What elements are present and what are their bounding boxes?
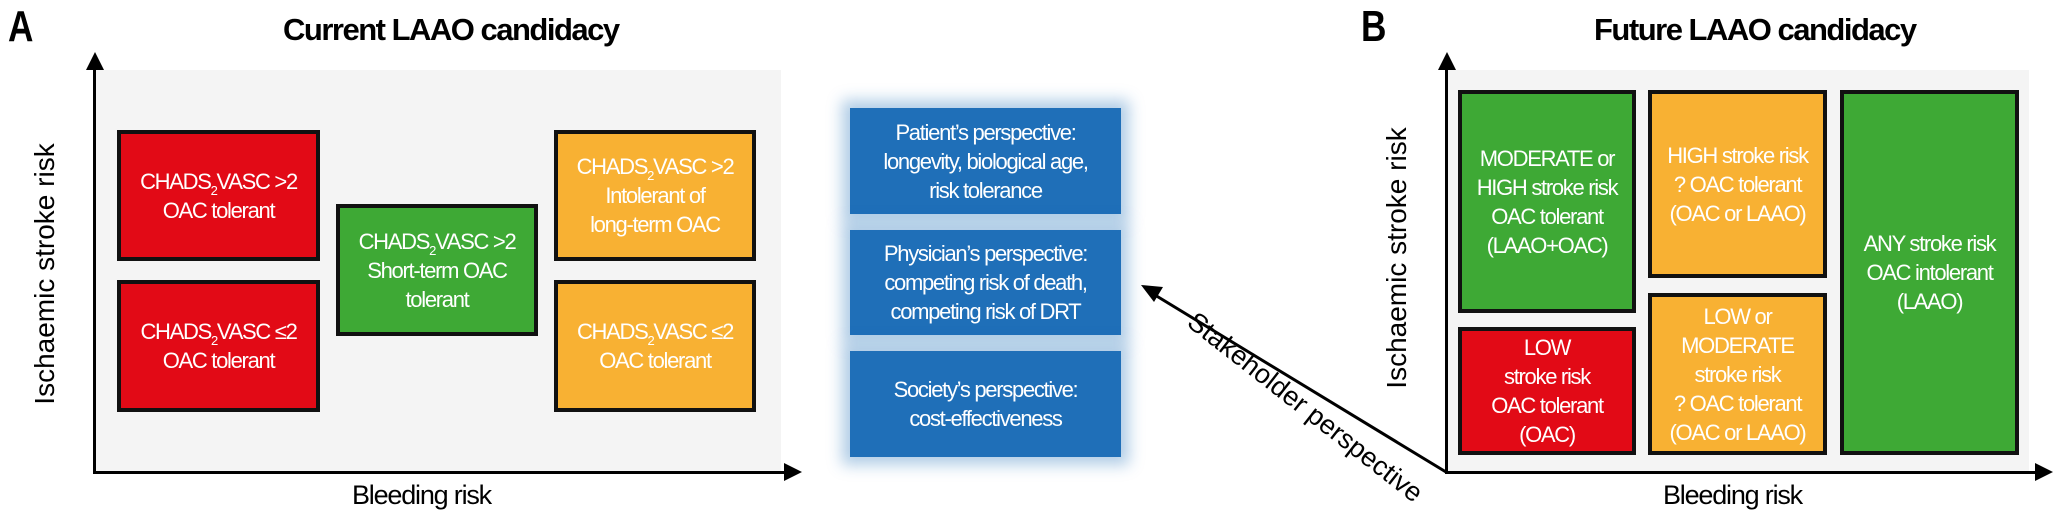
box-text: (OAC or LAAO) — [1669, 419, 1807, 445]
box-text: Intolerant of — [605, 183, 706, 208]
box-text: Physician’s perspective: — [883, 241, 1088, 266]
box-text: ANY stroke risk — [1863, 231, 1997, 256]
box-low-moderate-maybe-tolerant: LOW or MODERATE stroke risk ? OAC tolerant (… — [1648, 293, 1827, 455]
panel-b-letter: B — [1361, 2, 1387, 51]
box-text: risk tolerance — [929, 177, 1043, 203]
box-text: LOW or — [1703, 303, 1772, 329]
box-text: OAC tolerant — [1491, 203, 1604, 229]
panel-a-title: Current LAAO candidacy — [283, 12, 620, 47]
box-text: tolerant — [405, 286, 470, 312]
box-text: OAC tolerant — [162, 348, 276, 373]
box-text: (LAAO) — [1896, 289, 1964, 314]
panel-b-y-axis-arrow-icon — [1438, 52, 1456, 70]
box-text: VASC ≤2 — [653, 319, 734, 344]
box-text: long-term OAC — [590, 212, 721, 237]
box-text: HIGH stroke risk — [1476, 174, 1619, 200]
box-text: stroke risk — [1694, 361, 1782, 387]
panel-b-y-label: Ischaemic stroke risk — [1381, 127, 1412, 389]
box-text: (LAAO+OAC) — [1486, 232, 1609, 258]
subscript: 2 — [647, 333, 654, 348]
panel-b-x-label: Bleeding risk — [1663, 480, 1803, 510]
panel-a-y-axis-arrow-icon — [86, 52, 104, 70]
box-low-stroke-high-bleeding: CHADS2VASC ≤2 OAC tolerant — [554, 280, 756, 412]
panel-a-x-label: Bleeding risk — [352, 480, 492, 510]
box-text: longevity, biological age, — [883, 148, 1089, 174]
panel-b-y-axis — [1445, 60, 1448, 473]
box-text: competing risk of DRT — [890, 299, 1082, 324]
box-text: MODERATE — [1681, 332, 1795, 358]
box-text: VASC >2 — [653, 154, 735, 179]
box-text: cost-effectiveness — [909, 406, 1063, 431]
panel-a-y-label: Ischaemic stroke risk — [29, 143, 60, 405]
subscript: 2 — [210, 182, 218, 198]
box-text: CHADS — [576, 154, 649, 179]
box-text: OAC tolerant — [1491, 393, 1604, 418]
box-text: VASC ≤2 — [216, 319, 298, 344]
box-text: OAC tolerant — [599, 348, 712, 373]
box-text: OAC tolerant — [162, 197, 276, 223]
box-text: Society’s perspective: — [893, 377, 1079, 402]
box-text: CHADS — [140, 168, 212, 194]
box-text: HIGH stroke risk — [1667, 142, 1809, 168]
physician-perspective-box: Physician’s perspective: competing risk o… — [850, 230, 1121, 335]
box-text: stroke risk — [1504, 364, 1591, 389]
box-text: CHADS — [140, 319, 212, 344]
panel-a-x-axis — [93, 471, 788, 474]
box-text: (OAC or LAAO) — [1669, 200, 1807, 226]
box-text: OAC intolerant — [1866, 260, 1993, 285]
subscript: 2 — [429, 242, 436, 258]
box-text: competing risk of death, — [884, 270, 1088, 295]
box-text: CHADS — [576, 319, 649, 344]
box-text: VASC >2 — [216, 168, 299, 194]
subscript: 2 — [210, 333, 218, 348]
box-text: (OAC) — [1519, 422, 1576, 447]
box-text: VASC >2 — [435, 228, 517, 254]
subscript: 2 — [647, 168, 654, 183]
society-perspective-box: Society’s perspective: cost-effectiveness — [850, 351, 1121, 457]
box-short-term-oac-tolerant: CHADS2VASC >2 Short-term OAC tolerant — [336, 204, 538, 336]
box-text: MODERATE or — [1479, 145, 1616, 171]
stakeholder-arrow-icon — [1141, 285, 1447, 474]
box-text: LOW — [1523, 335, 1572, 360]
box-low-stroke-oac-tolerant: CHADS2VASC ≤2 OAC tolerant — [117, 280, 320, 412]
box-text: Patient’s perspective: — [895, 119, 1076, 145]
panel-b-title: Future LAAO candidacy — [1594, 12, 1917, 47]
panel-a-letter: A — [8, 2, 34, 51]
box-text: Short-term OAC — [367, 257, 508, 283]
box-text: ? OAC tolerant — [1673, 171, 1803, 197]
patient-perspective-box: Patient’s perspective: longevity, biologi… — [850, 108, 1121, 214]
box-high-stroke-maybe-tolerant: HIGH stroke risk ? OAC tolerant (OAC or LA… — [1648, 90, 1827, 278]
panel-a-y-axis — [93, 60, 96, 473]
panel-a-x-axis-arrow-icon — [784, 463, 802, 481]
box-text: CHADS — [358, 228, 431, 254]
box-high-stroke-oac-tolerant: CHADS2VASC >2 OAC tolerant — [117, 130, 320, 261]
box-intolerant-long-term-oac: CHADS2VASC >2 Intolerant of long-term OAC — [554, 130, 756, 261]
panel-b-x-axis-arrow-icon — [2035, 463, 2053, 481]
panel-b-x-axis — [1445, 471, 2037, 474]
box-text: ? OAC tolerant — [1673, 390, 1803, 416]
